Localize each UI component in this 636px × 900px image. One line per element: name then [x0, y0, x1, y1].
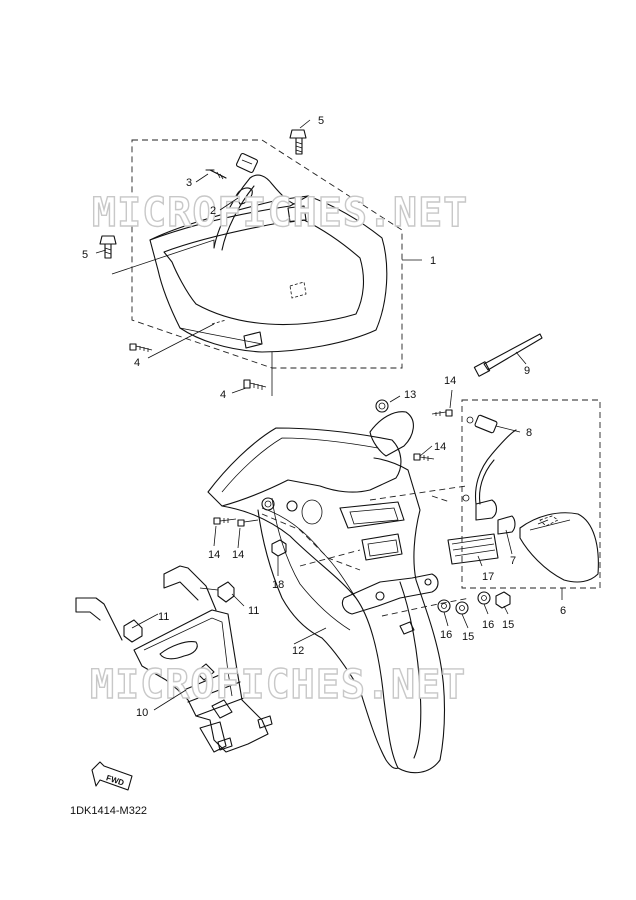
callout-9: 9 [524, 365, 530, 377]
callout-18: 18 [272, 579, 284, 591]
callout-11b: 11 [248, 605, 259, 617]
callout-5b: 5 [82, 249, 88, 261]
fasteners [213, 399, 511, 615]
leader-lines [95, 119, 563, 711]
callout-6: 6 [560, 605, 566, 617]
rear-fender [207, 411, 471, 774]
diagram-code: 1DK1414-M322 [70, 805, 147, 817]
callout-14a: 14 [444, 375, 456, 387]
callout-16a: 16 [440, 629, 452, 641]
callout-17: 17 [482, 571, 494, 583]
watermark-bottom: MICROFICHES.NET [90, 662, 466, 708]
callout-14d: 14 [232, 549, 244, 561]
license-light [461, 399, 601, 589]
cable-tie [473, 333, 543, 377]
callout-3: 3 [186, 177, 192, 189]
callout-15a: 15 [462, 631, 474, 643]
reflector [447, 533, 499, 565]
callout-8: 8 [526, 427, 532, 439]
callout-4b: 4 [220, 389, 226, 401]
tail-light-assembly [99, 129, 403, 390]
callout-1: 1 [430, 255, 436, 267]
callout-2: 2 [210, 205, 216, 217]
plate-bracket [75, 565, 273, 753]
callout-12: 12 [292, 645, 304, 657]
callout-10: 10 [136, 707, 148, 719]
forward-arrow-icon: FWD [91, 761, 133, 791]
callout-4a: 4 [134, 357, 140, 369]
callout-5a: 5 [318, 115, 324, 127]
callout-7: 7 [510, 555, 516, 567]
callout-labels: 1 2 3 4 4 5 5 6 7 8 9 10 11 11 12 13 14 … [82, 115, 566, 719]
watermark-top: MICROFICHES.NET [92, 190, 468, 236]
callout-14b: 14 [434, 441, 446, 453]
callout-14c: 14 [208, 549, 220, 561]
callout-13: 13 [404, 389, 416, 401]
callout-16b: 16 [482, 619, 494, 631]
callout-11a: 11 [158, 611, 169, 623]
callout-15b: 15 [502, 619, 514, 631]
